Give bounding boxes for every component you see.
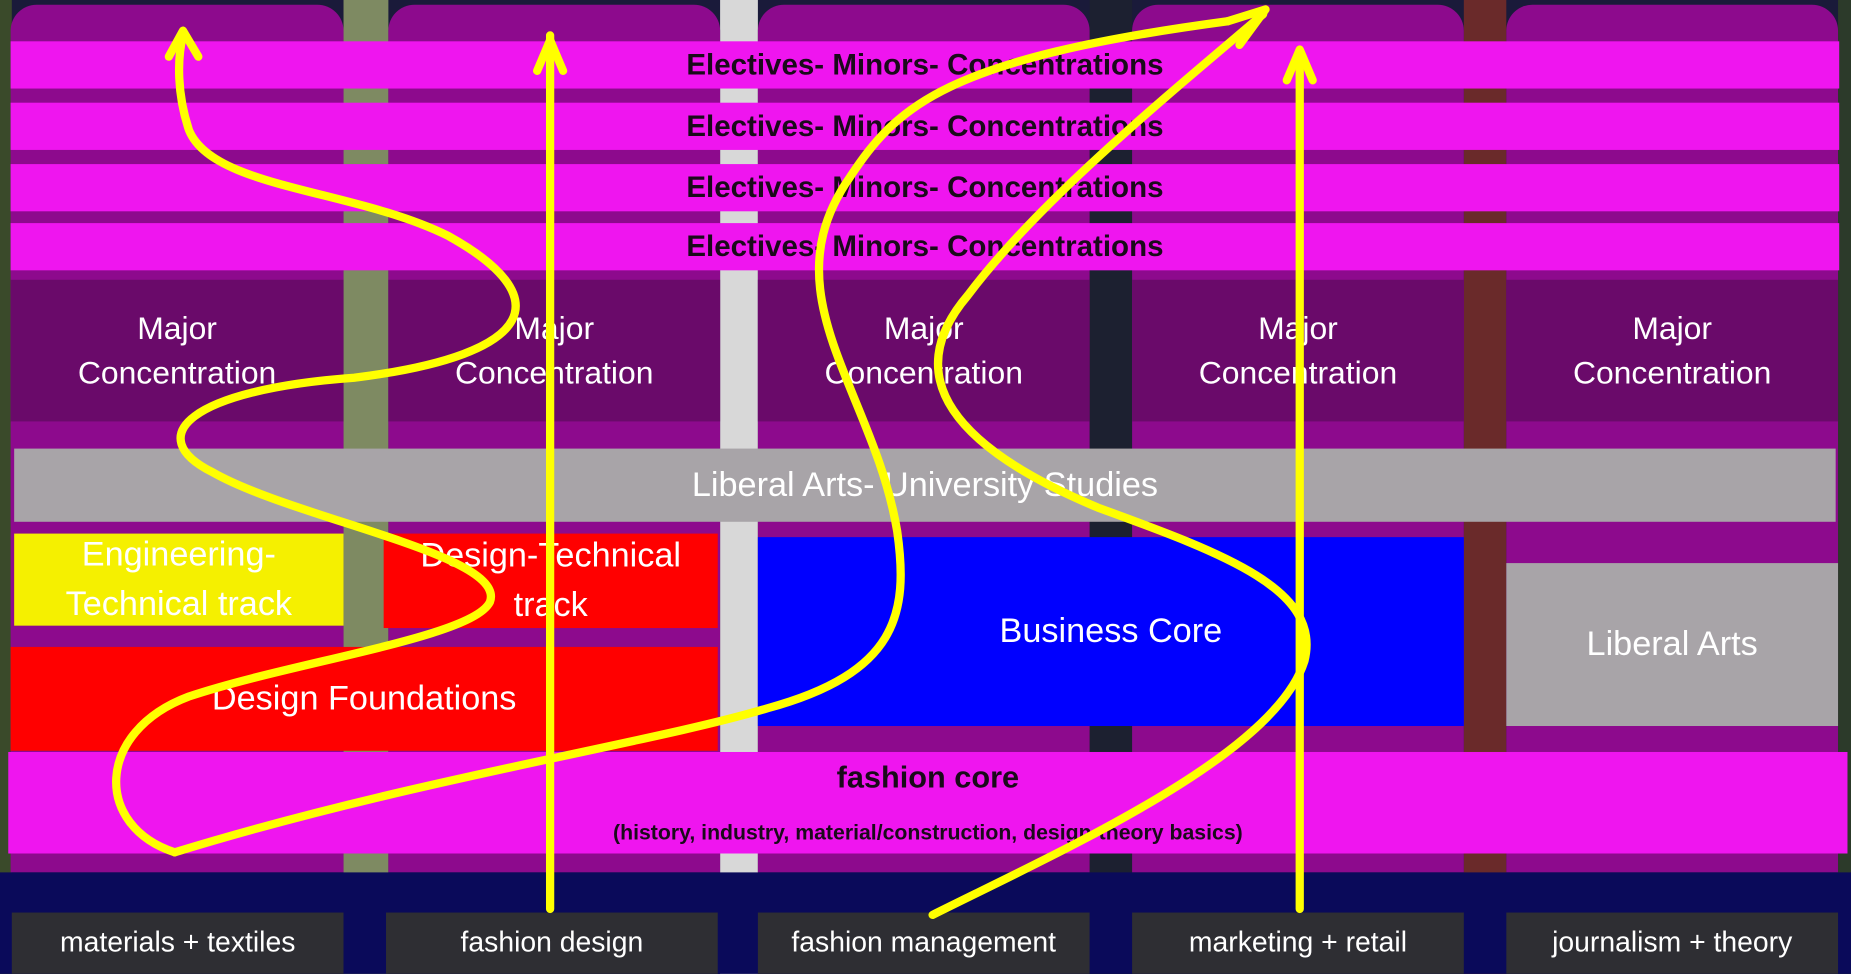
path-arrow-fashion-management xyxy=(928,10,1311,920)
path-arrow-materials xyxy=(112,31,520,857)
path-arrow-materials-head xyxy=(164,26,203,61)
electives-band: Electives- Minors- Concentrations xyxy=(10,41,1840,89)
liberal-arts-university-studies: Liberal Arts- University Studies xyxy=(14,448,1836,522)
background-photo-strip xyxy=(1838,0,1851,974)
track-tab-journalism: journalism + theory xyxy=(1506,912,1839,974)
track-tab-materials: materials + textiles xyxy=(11,912,344,974)
electives-band: Electives- Minors- Concentrations xyxy=(10,164,1840,212)
engineering-technical-track: Engineering-Technical track xyxy=(14,533,344,626)
track-tab-fashion-management: fashion management xyxy=(757,912,1090,974)
electives-band: Electives- Minors- Concentrations xyxy=(10,102,1840,150)
track-tab-marketing: marketing + retail xyxy=(1132,912,1464,974)
path-arrow-marketing-head xyxy=(1282,45,1317,85)
design-foundations: Design Foundations xyxy=(10,646,718,751)
fashion-core-title: fashion core xyxy=(836,759,1020,795)
path-arrow-management-head xyxy=(1223,5,1270,49)
fashion-core: fashion core (history, industry, materia… xyxy=(8,751,1848,854)
liberal-arts: Liberal Arts xyxy=(1506,563,1839,727)
path-arrow-fashion-design-head xyxy=(532,36,568,75)
business-core: Business Core xyxy=(757,537,1464,727)
track-tab-fashion-design: fashion design xyxy=(386,912,718,974)
background-photo-strip xyxy=(0,0,12,974)
path-arrow-management-zigzag xyxy=(170,17,1232,857)
electives-band: Electives- Minors- Concentrations xyxy=(10,223,1840,271)
